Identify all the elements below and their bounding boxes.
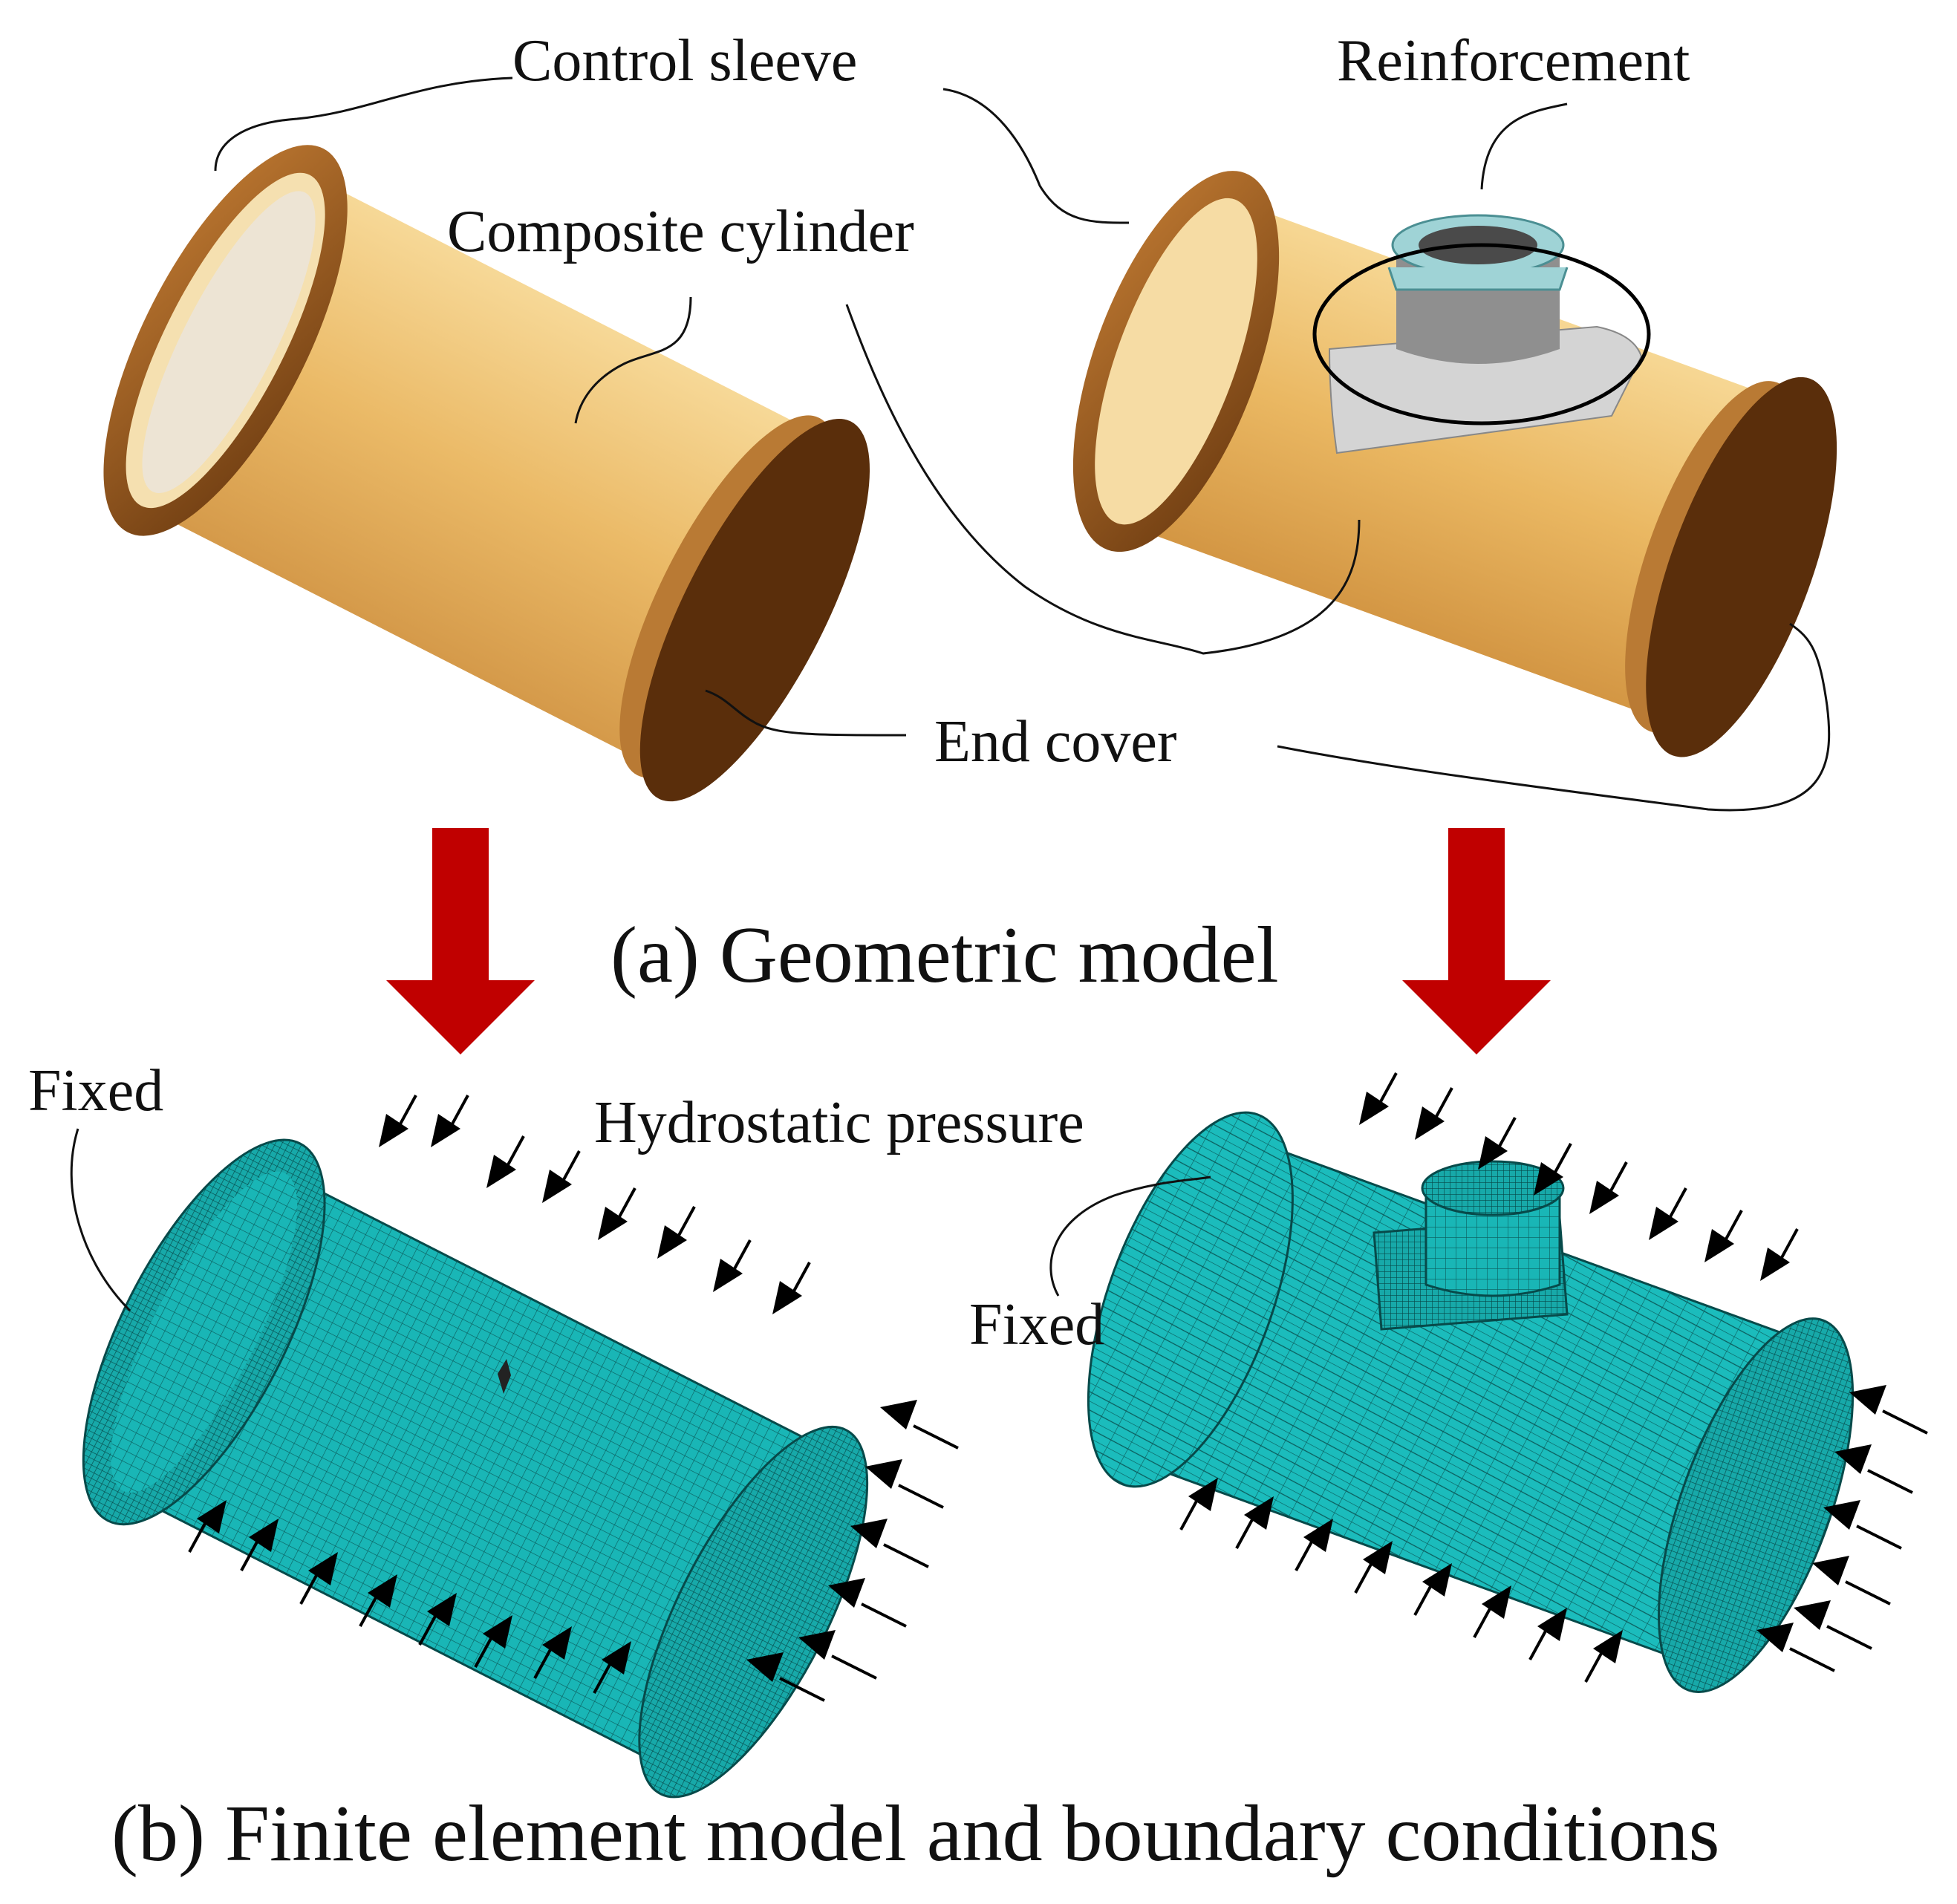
fe-model-left [82, 1138, 869, 1799]
caption-b: (b) Finite element model and boundary co… [111, 1790, 1720, 1878]
label-fixed-right: Fixed [969, 1292, 1104, 1357]
label-composite-cylinder: Composite cylinder [447, 199, 914, 264]
label-reinforcement: Reinforcement [1337, 28, 1690, 94]
pressure-arrows-right-end [1756, 1385, 1928, 1672]
reinforcement-saddle [1328, 325, 1643, 454]
end-cover-left [639, 419, 870, 802]
label-hydrostatic-pressure: Hydrostatic pressure [594, 1090, 1084, 1155]
label-control-sleeve: Control sleeve [512, 28, 857, 94]
fe-model-right [1087, 1111, 1855, 1693]
pressure-arrows-left-end [746, 1400, 959, 1702]
pressure-arrows-left-bottom [188, 1500, 631, 1694]
pressure-arrows [188, 1072, 1928, 1702]
leader-lines-b [70, 1128, 1211, 1312]
pressure-arrows-right-bottom [1179, 1478, 1623, 1683]
geometric-model-right [1072, 171, 1837, 757]
caption-a: (a) Geometric model [610, 911, 1279, 1000]
pressure-arrows-right-top [1359, 1072, 1799, 1281]
arrow-down-right [1402, 828, 1551, 1054]
pressure-arrows-left-top [379, 1095, 811, 1314]
label-end-cover: End cover [934, 709, 1177, 775]
end-cover-right [1646, 376, 1837, 757]
geometric-model-left [103, 145, 870, 802]
leader-lines-a [214, 76, 1831, 812]
composite-cylinder-right [1117, 200, 1800, 728]
label-fixed-left: Fixed [28, 1058, 163, 1124]
arrow-down-left [386, 828, 535, 1054]
reinforcement-highlight-circle [1312, 243, 1651, 426]
